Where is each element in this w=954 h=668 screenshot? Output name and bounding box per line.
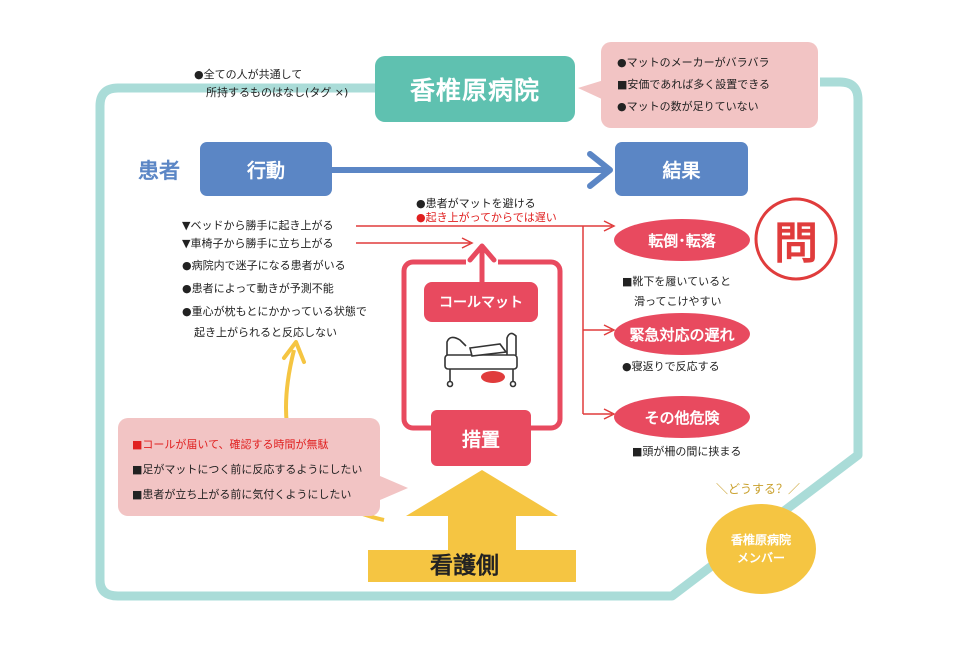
members-circle: 香椎原病院 メンバー	[706, 504, 816, 594]
red-mat	[481, 371, 505, 383]
hospital-title-box: 香椎原病院	[375, 56, 575, 122]
result-box: 結果	[615, 142, 748, 196]
behavior-item: ●病院内で迷子になる患者がいる	[182, 259, 346, 272]
hospital-issue: ●マットのメーカーがバラバラ	[617, 56, 770, 69]
behavior-item: ▼車椅子から勝手に立ち上がる	[182, 237, 334, 250]
nursing-callout-tail	[380, 476, 408, 500]
outer-frame	[95, 77, 863, 601]
issues-callout-tail	[578, 80, 604, 100]
question-stamp-circle	[754, 197, 838, 281]
hospital-issues-callout: ●マットのメーカーがバラバラ ■安価であれば多く設置できる ●マットの数が足りて…	[601, 42, 818, 128]
question-stamp: 問	[756, 199, 836, 279]
action-box: 行動	[200, 142, 332, 196]
call-mat-box: コールマット	[424, 282, 538, 322]
result-fall-note: ■靴下を履いていると 滑ってこけやすい	[622, 272, 731, 312]
result-other-label: その他危険	[644, 408, 720, 427]
result-label: 結果	[662, 159, 701, 182]
nursing-callout: ■コールが届いて、確認する時間が無駄 ■足がマットにつく前に反応するようにしたい…	[118, 418, 380, 516]
arrow-bed-to-fall-head	[603, 220, 616, 232]
action-label: 行動	[246, 159, 285, 182]
bed-illustration	[444, 332, 518, 388]
behavior-item: ▼ベッドから勝手に起き上がる	[182, 219, 334, 232]
too-late-note: ●起き上がってからでは遅い	[416, 211, 557, 224]
measures-up-arrow-head	[467, 243, 497, 263]
nursing-note: ■コールが届いて、確認する時間が無駄	[132, 438, 329, 451]
nursing-base	[368, 550, 576, 582]
hospital-left-note-line: ●全ての人が共通して	[194, 68, 303, 81]
hospital-issue: ●マットの数が足りていない	[617, 100, 759, 113]
measures-title: 措置	[461, 428, 500, 451]
hospital-left-note: ●全ての人が共通して 所持するものはなし(タグ ×)	[194, 66, 348, 102]
result-emergency-label: 緊急対応の遅れ	[629, 325, 735, 344]
hospital-issue: ■安価であれば多く設置できる	[617, 78, 771, 91]
result-fall-note-line: 滑ってこけやすい	[634, 295, 722, 308]
nursing-note: ■足がマットにつく前に反応するようにしたい	[132, 463, 363, 476]
behavior-item: ●重心が枕もとにかかっている状態で	[182, 305, 367, 318]
patient-label: 患者	[138, 159, 180, 183]
members-question: ＼どうする？／	[716, 482, 801, 496]
question-stamp-text: 問	[774, 218, 818, 269]
result-emergency-pill: 緊急対応の遅れ	[614, 313, 750, 355]
hospital-title: 香椎原病院	[409, 76, 540, 105]
result-fall-label: 転倒･転落	[648, 231, 716, 250]
behavior-item: ●患者によって動きが予測不能	[182, 282, 334, 295]
result-other-pill: その他危険	[614, 396, 750, 438]
action-result-arrow-head	[587, 151, 613, 189]
yellow-curve-arrow-head	[282, 340, 306, 364]
result-fall-note-line: ■靴下を履いていると	[622, 275, 732, 288]
nursing-note: ■患者が立ち上がる前に気付くようにしたい	[132, 488, 352, 501]
members-line: メンバー	[736, 551, 785, 565]
result-fall-pill: 転倒･転落	[614, 219, 750, 261]
nursing-side-label: 看護側	[430, 553, 499, 579]
mat-avoid-note: ●患者がマットを避ける	[416, 197, 536, 210]
members-line: 香椎原病院	[730, 533, 791, 547]
nursing-up-arrow	[406, 470, 558, 550]
hospital-left-note-line: 所持するものはなし(タグ ×)	[206, 86, 349, 99]
behavior-item: 起き上がられると反応しない	[194, 326, 337, 339]
call-mat-label: コールマット	[439, 295, 523, 311]
measures-box: 措置	[431, 410, 531, 466]
arrow-wheelchair-head	[461, 237, 474, 249]
result-other-note: ■頭が柵の間に挟まる	[632, 445, 742, 458]
result-emergency-note: ●寝返りで反応する	[622, 360, 720, 373]
